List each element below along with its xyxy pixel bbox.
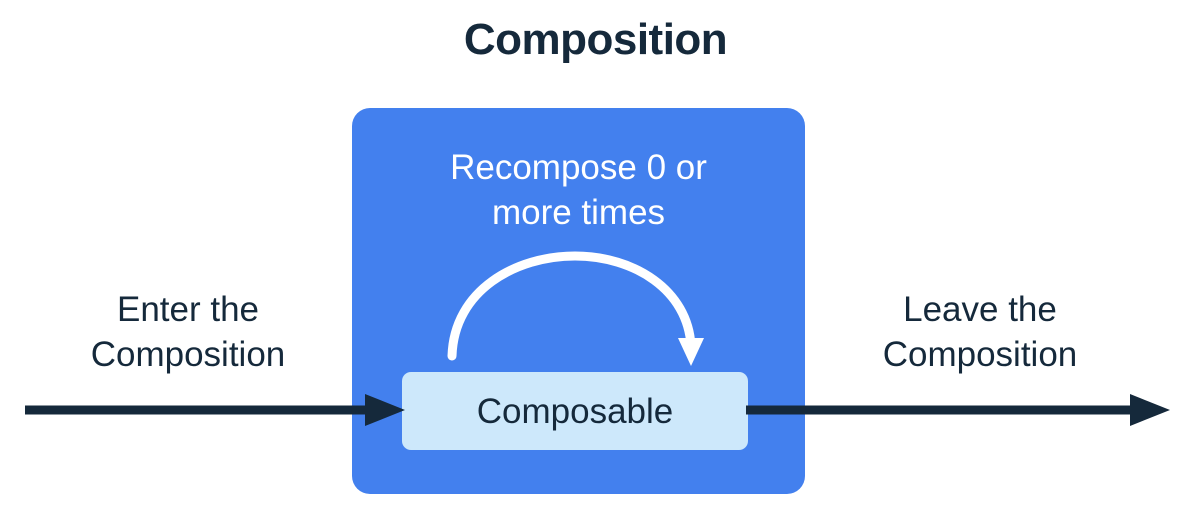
leave-composition-arrow-icon (746, 394, 1170, 426)
leave-composition-caption: Leave the Composition (820, 288, 1140, 378)
leave-composition-caption-line-1: Leave the (903, 290, 1057, 329)
enter-composition-caption-line-1: Enter the (116, 290, 260, 329)
composable-node: Composable (402, 372, 748, 450)
recompose-caption-line-2: more times (491, 192, 666, 232)
recompose-caption-line-1: Recompose 0 or (450, 148, 707, 187)
enter-composition-caption-line-2: Composition (90, 334, 286, 374)
enter-composition-arrow-icon (25, 394, 405, 426)
recompose-caption: Recompose 0 or more times (352, 146, 805, 236)
composable-node-label: Composable (476, 391, 674, 431)
page-title: Composition (463, 15, 728, 64)
leave-composition-caption-line-2: Composition (882, 334, 1078, 374)
recompose-loop-arrow-icon (447, 251, 704, 366)
enter-composition-caption: Enter the Composition (38, 288, 338, 378)
